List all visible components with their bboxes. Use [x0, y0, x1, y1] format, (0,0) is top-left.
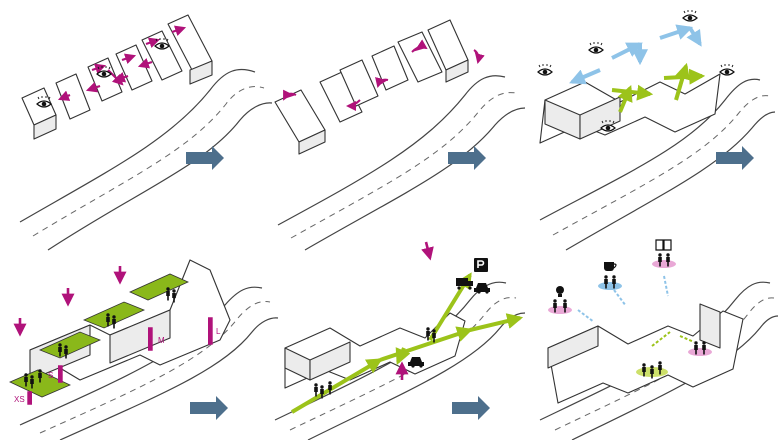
green-roof-terraces: [9, 273, 189, 398]
magenta-arrows: [57, 25, 187, 101]
arrow-right-icon: [452, 396, 490, 420]
car-icon: [474, 283, 490, 294]
eye-icon: [719, 63, 735, 76]
green-connection-arrows: [611, 62, 706, 113]
book-icon: [655, 239, 672, 251]
truck-icon: [456, 278, 473, 290]
building-blocks: [21, 14, 213, 140]
arrow-right-icon: [186, 146, 224, 170]
coffee-icon: [604, 262, 617, 271]
car-icon: [408, 357, 424, 368]
down-arrows: [13, 266, 127, 337]
arrow-right-icon: [448, 146, 486, 170]
zigzag-building: [547, 303, 744, 404]
size-label-s: S: [48, 371, 53, 380]
lightbulb-icon: [556, 286, 564, 297]
size-label-m: M: [158, 336, 165, 345]
parking-icon: [474, 258, 488, 272]
eye-icon: [682, 9, 698, 22]
meeting-zone: [598, 282, 622, 290]
green-connections: [651, 331, 695, 347]
arrow-right-icon: [716, 146, 754, 170]
panel-4-diagram: XS S M L: [9, 259, 279, 440]
size-brackets: [27, 317, 213, 405]
eye-icon: [588, 41, 604, 54]
view-arrows: [569, 24, 702, 85]
entry-arrows: [395, 241, 434, 380]
rotated-blocks: [274, 19, 469, 155]
arrow-right-icon: [190, 396, 228, 420]
dashed-connections: [577, 275, 669, 323]
meeting-zone: [688, 348, 712, 356]
panel-1-diagram: [19, 14, 273, 251]
terraced-building: [29, 259, 231, 381]
rotation-arrows: [283, 39, 485, 111]
eye-icon: [537, 63, 553, 76]
panel-2-diagram: [274, 19, 526, 251]
panel-5-diagram: [274, 241, 526, 440]
meeting-zone: [548, 306, 572, 314]
meeting-zone: [652, 260, 676, 268]
zigzag-building: [539, 73, 721, 144]
panel-6-diagram: [539, 239, 779, 440]
panel-3-diagram: [537, 9, 776, 251]
size-label-xs: XS: [14, 395, 25, 404]
size-label-l: L: [216, 327, 221, 336]
